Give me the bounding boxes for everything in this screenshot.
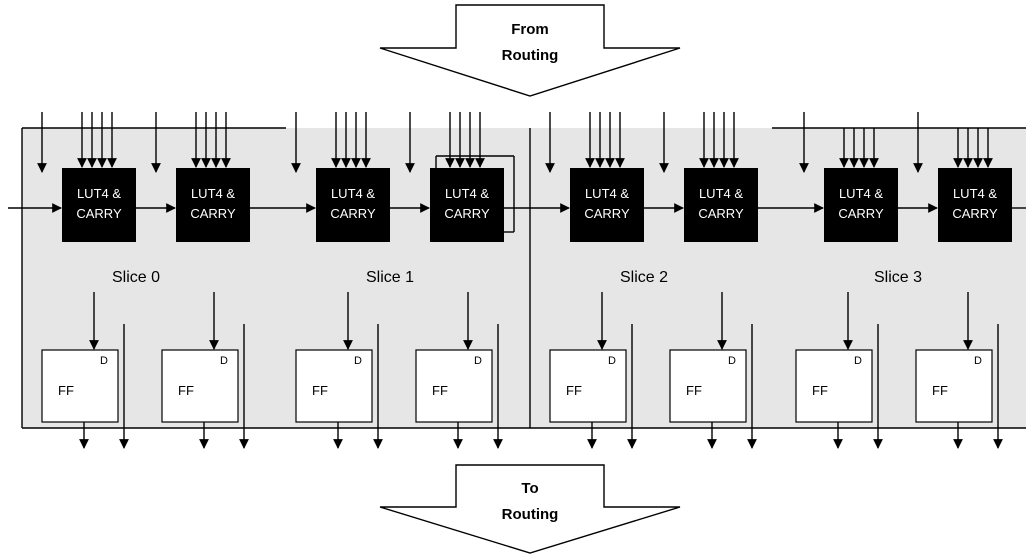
lut-label: CARRY <box>838 206 884 221</box>
ff-label: FF <box>566 383 582 398</box>
from-routing-arrow: From Routing <box>379 4 681 97</box>
ff-block <box>295 349 373 423</box>
lut-block <box>430 168 504 242</box>
lut-block <box>570 168 644 242</box>
lut-block <box>684 168 758 242</box>
ff-label: FF <box>932 383 948 398</box>
lut-block <box>62 168 136 242</box>
slice-2-label: Slice 2 <box>620 269 668 286</box>
lut-block <box>316 168 390 242</box>
lut-block <box>176 168 250 242</box>
ff-d-pin: D <box>854 355 862 367</box>
lut-label: LUT4 & <box>699 186 743 201</box>
lut-label: CARRY <box>444 206 490 221</box>
lut-label: LUT4 & <box>953 186 997 201</box>
ff-label: FF <box>312 383 328 398</box>
lut-label: LUT4 & <box>445 186 489 201</box>
lut-label: CARRY <box>190 206 236 221</box>
lut-label: LUT4 & <box>191 186 235 201</box>
lut-label: CARRY <box>698 206 744 221</box>
to-routing-line1: To <box>521 480 538 497</box>
ff-d-pin: D <box>354 355 362 367</box>
ff-label: FF <box>432 383 448 398</box>
ff-d-pin: D <box>974 355 982 367</box>
lut-block <box>824 168 898 242</box>
lut-block <box>938 168 1012 242</box>
lut-label: LUT4 & <box>331 186 375 201</box>
lut-label: LUT4 & <box>839 186 883 201</box>
ff-block <box>795 349 873 423</box>
slice-3-label: Slice 3 <box>874 269 922 286</box>
from-routing-line2: Routing <box>502 47 559 64</box>
ff-block <box>161 349 239 423</box>
slice-0-label: Slice 0 <box>112 269 160 286</box>
lut-label: CARRY <box>76 206 122 221</box>
to-routing-arrow: To Routing <box>379 464 681 554</box>
ff-d-pin: D <box>100 355 108 367</box>
ff-block <box>41 349 119 423</box>
ff-label: FF <box>58 383 74 398</box>
ff-d-pin: D <box>220 355 228 367</box>
lut-label: CARRY <box>584 206 630 221</box>
logic-elements: LUT4 & CARRY LUT4 & CARRY LUT4 & CARRY LUT4 & C… <box>8 112 1026 449</box>
ff-block <box>915 349 993 423</box>
lut-label: CARRY <box>330 206 376 221</box>
from-routing-line1: From <box>511 21 549 38</box>
lut-label: LUT4 & <box>77 186 121 201</box>
ff-d-pin: D <box>474 355 482 367</box>
ff-block <box>415 349 493 423</box>
slice-1-label: Slice 1 <box>366 269 414 286</box>
ff-label: FF <box>178 383 194 398</box>
lut-label: LUT4 & <box>585 186 629 201</box>
ff-d-pin: D <box>728 355 736 367</box>
ff-block <box>549 349 627 423</box>
ff-d-pin: D <box>608 355 616 367</box>
to-routing-line2: Routing <box>502 506 559 523</box>
ff-label: FF <box>686 383 702 398</box>
ff-block <box>669 349 747 423</box>
lut-label: CARRY <box>952 206 998 221</box>
ff-label: FF <box>812 383 828 398</box>
